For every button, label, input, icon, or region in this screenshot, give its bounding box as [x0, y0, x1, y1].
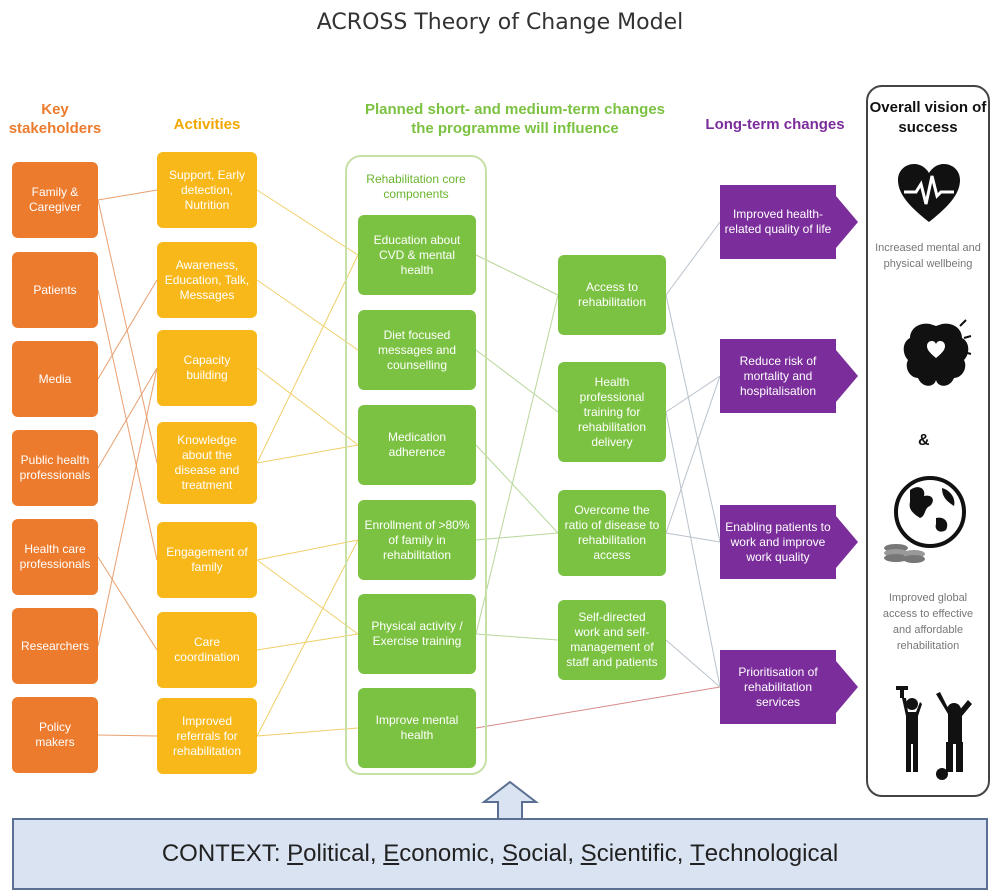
connector-line: [97, 734, 158, 737]
connector-line: [475, 254, 559, 296]
longterm-quality-of-life: Improved health-related quality of life: [720, 185, 870, 259]
context-technological-initial: T: [690, 840, 705, 867]
context-scientific-initial: S: [580, 840, 597, 867]
connector-line: [256, 254, 359, 464]
stakeholder-health-care: Health care professionals: [12, 519, 98, 595]
stakeholder-media: Media: [12, 341, 98, 417]
core-enrollment: Enrollment of >80% of family in rehabili…: [358, 500, 476, 580]
context-social-initial: S: [501, 840, 518, 867]
core-components-group: [345, 155, 487, 775]
connector-line: [665, 639, 721, 688]
stakeholder-public-health: Public health professionals: [12, 430, 98, 506]
stakeholder-family: Family & Caregiver: [12, 162, 98, 238]
activity-capacity-building: Capacity building: [157, 330, 257, 406]
context-political-initial: P: [287, 840, 304, 867]
activity-referrals: Improved referrals for rehabilitation: [157, 698, 257, 774]
connector-line: [256, 444, 359, 464]
longterm-prioritisation: Prioritisation of rehabilitation service…: [720, 650, 870, 724]
stakeholder-policy-makers: Policy makers: [12, 697, 98, 773]
core-physical-activity: Physical activity / Exercise training: [358, 594, 476, 674]
connector-line: [665, 375, 721, 534]
vision-ampersand: &: [918, 432, 930, 449]
connector-line: [256, 539, 359, 561]
header-long-term: Long-term changes: [705, 116, 845, 133]
connector-line: [256, 539, 359, 737]
change-self-management: Self-directed work and self-management o…: [558, 600, 666, 680]
arrow-right-icon: [836, 661, 858, 713]
connector-line: [97, 367, 158, 647]
core-education: Education about CVD & mental health: [358, 215, 476, 295]
stakeholder-patients: Patients: [12, 252, 98, 328]
activity-care-coordination: Care coordination: [157, 612, 257, 688]
diagram-title: ACROSS Theory of Change Model: [316, 10, 684, 35]
connector-line: [475, 294, 559, 635]
globe-coins-icon: [884, 476, 966, 563]
connector-line: [475, 349, 559, 413]
longterm-work: Enabling patients to work and improve wo…: [720, 505, 870, 579]
change-training: Health professional training for rehabil…: [558, 362, 666, 462]
connector-line: [665, 411, 721, 688]
core-components-label: Rehabilitation core components: [366, 172, 466, 201]
connector-line: [256, 727, 359, 737]
vision-access-text: Improved global access to effective and …: [882, 592, 974, 652]
connector-line: [256, 279, 359, 351]
arrow-right-icon: [836, 516, 858, 568]
header-changes: Planned short- and medium-term changes t…: [364, 101, 666, 137]
connector-line: [256, 633, 359, 651]
up-arrow-icon: [481, 780, 539, 820]
longterm-mortality-label: Reduce risk of mortality and hospitalisa…: [720, 339, 836, 413]
activity-knowledge: Knowledge about the disease and treatmen…: [157, 422, 257, 504]
context-prefix: CONTEXT:: [161, 840, 288, 867]
connector-line: [475, 532, 559, 541]
context-political-rest: olitical: [303, 840, 370, 867]
connector-line: [665, 532, 721, 543]
stakeholder-researchers: Researchers: [12, 608, 98, 684]
longterm-quality-label: Improved health-related quality of life: [720, 185, 836, 259]
change-access: Access to rehabilitation: [558, 255, 666, 335]
core-medication: Medication adherence: [358, 405, 476, 485]
brain-heart-icon: [903, 319, 972, 386]
connector-line: [256, 367, 359, 446]
arrow-right-icon: [836, 196, 858, 248]
connector-line: [665, 375, 721, 413]
context-economic-rest: conomic: [399, 840, 489, 867]
activity-awareness: Awareness, Education, Talk, Messages: [157, 242, 257, 318]
vision-panel: [866, 85, 990, 797]
context-social-rest: ocial: [517, 840, 568, 867]
connector-line: [97, 279, 158, 380]
context-scientific-rest: cientific: [596, 840, 677, 867]
change-ratio: Overcome the ratio of disease to rehabil…: [558, 490, 666, 576]
connector-line: [475, 444, 559, 534]
connector-line: [97, 367, 158, 469]
connector-line: [97, 556, 158, 651]
header-stakeholders: Key stakeholders: [8, 101, 102, 137]
connector-line: [665, 294, 721, 543]
longterm-work-label: Enabling patients to work and improve wo…: [720, 505, 836, 579]
exercise-people-icon: [896, 686, 972, 780]
context-economic-initial: E: [383, 840, 400, 867]
connector-line: [256, 559, 359, 635]
longterm-prioritisation-label: Prioritisation of rehabilitation service…: [720, 650, 836, 724]
connector-line: [475, 686, 721, 729]
heart-pulse-icon: [898, 164, 960, 222]
connector-line: [665, 221, 721, 296]
core-mental-health: Improve mental health: [358, 688, 476, 768]
activity-support: Support, Early detection, Nutrition: [157, 152, 257, 228]
longterm-mortality: Reduce risk of mortality and hospitalisa…: [720, 339, 870, 413]
header-vision: Overall vision of success: [869, 99, 987, 136]
activity-engagement: Engagement of family: [157, 522, 257, 598]
context-technological-rest: echnological: [704, 840, 839, 867]
connector-line: [97, 199, 158, 464]
core-diet: Diet focused messages and counselling: [358, 310, 476, 390]
connector-line: [97, 189, 158, 201]
connector-line: [475, 633, 559, 641]
header-activities: Activities: [173, 116, 241, 133]
arrow-right-icon: [836, 350, 858, 402]
vision-wellbeing-text: Increased mental and physical wellbeing: [875, 242, 981, 270]
connector-line: [256, 189, 359, 256]
connector-line: [97, 289, 158, 561]
